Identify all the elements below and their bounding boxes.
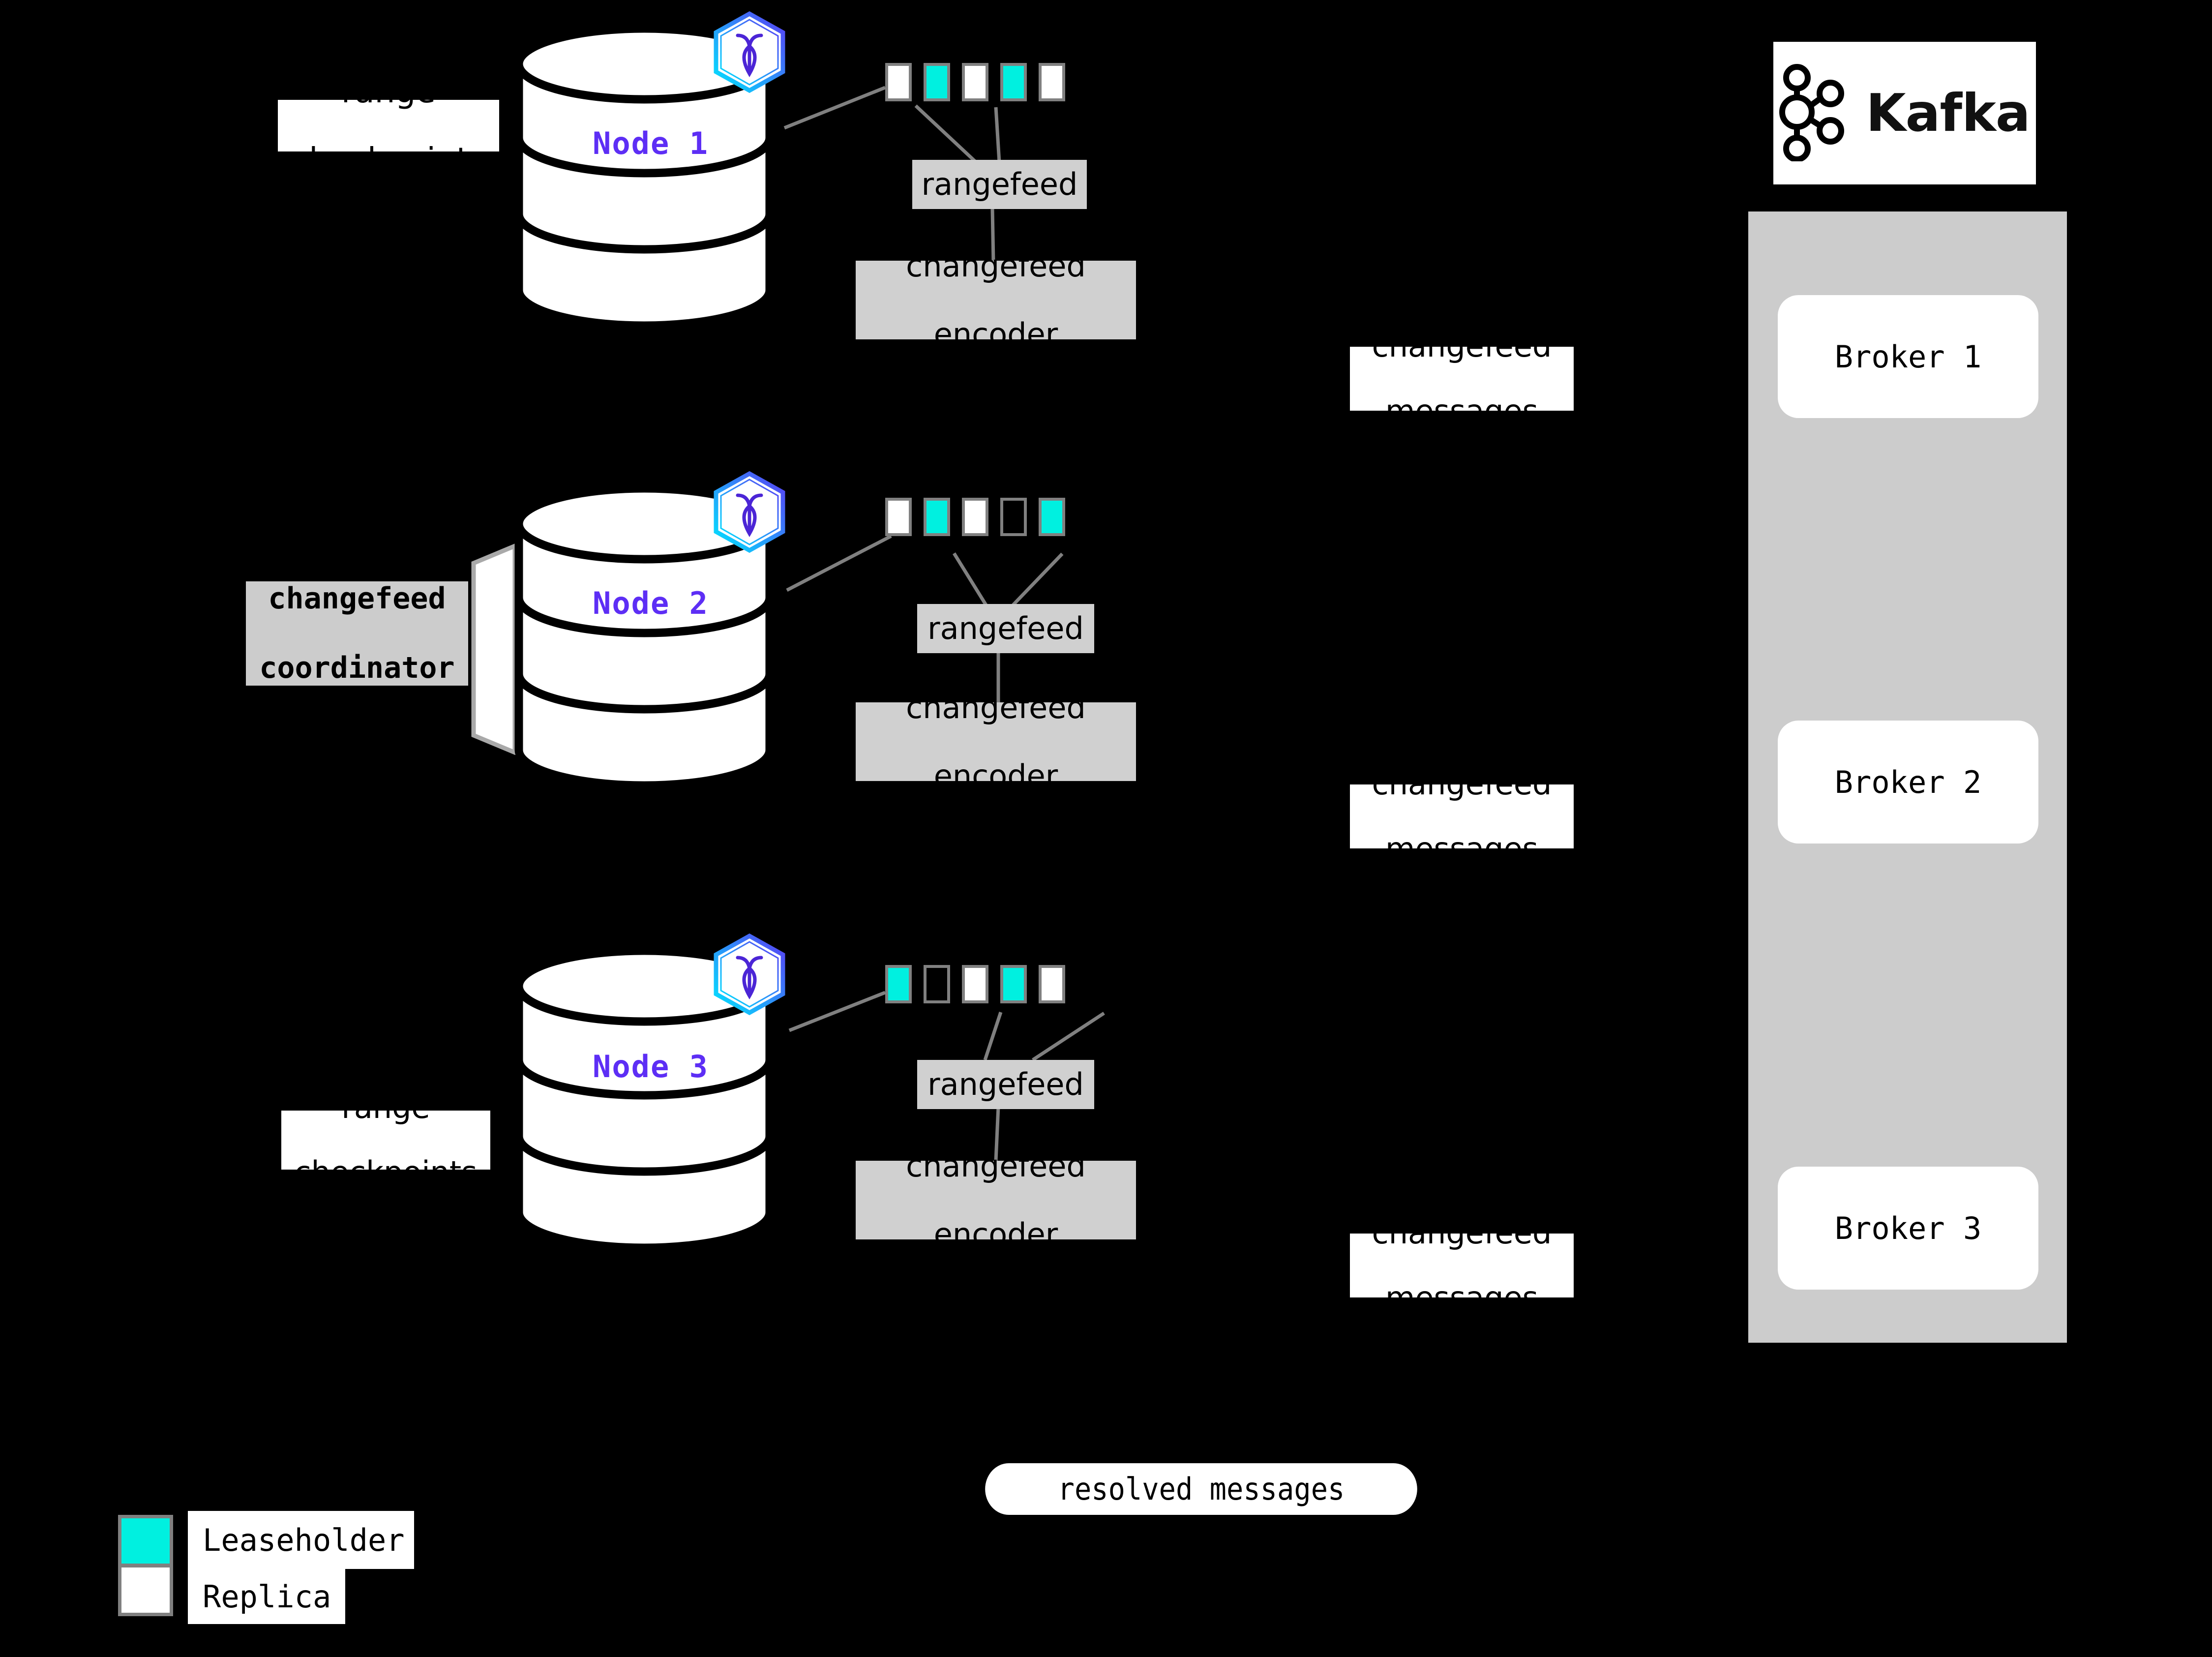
checkpoint-line-2: checkpoints [291,141,486,179]
node-1-cockroachdb-icon [710,10,789,98]
changefeed-coordinator-box[interactable]: changefeed coordinator [246,581,468,686]
node-2-changefeed-encoder-box[interactable]: changefeed encoder [856,690,1136,793]
resolved-messages-pill[interactable]: resolved messages [985,1463,1417,1515]
rangefeed-label: rangefeed [927,610,1084,647]
range-cell[interactable] [885,498,912,536]
broker-1-label: Broker 1 [1834,338,1982,375]
messages-line-2: messages [1385,392,1538,429]
node-3-changefeed-messages-label: changefeed messages [1350,1217,1574,1314]
range-cell[interactable] [1000,498,1027,536]
encoder-line-2: encoder [933,1216,1058,1252]
encoder-line-1: changefeed [906,689,1086,725]
coordinator-line-2: coordinator [259,651,455,686]
range-cell[interactable] [885,63,912,101]
coordinator-line-1: changefeed [268,581,446,616]
node-2-cylinder [511,484,777,789]
encoder-line-1: changefeed [906,247,1086,284]
kafka-logo-card: Kafka [1773,42,2036,184]
node-3-range-checkpoints-label: range checkpoints [281,1091,490,1188]
range-cell[interactable] [924,63,950,101]
node-1-cylinder [511,25,777,330]
node-1-label: Node 1 [593,125,709,161]
node-3-label: Node 3 [593,1049,709,1085]
broker-inbound-arrows [2070,325,2090,346]
broker-3[interactable]: Broker 3 [1778,1167,2038,1290]
node-3-changefeed-encoder-box[interactable]: changefeed encoder [856,1148,1136,1251]
node-2-cockroachdb-icon [710,470,789,558]
resolved-messages-label: resolved messages [1057,1471,1345,1507]
range-cell[interactable] [962,965,988,1003]
encoder-line-1: changefeed [906,1147,1086,1184]
node-3-ranges [885,965,1077,1003]
messages-line-1: changefeed [1372,328,1552,364]
node-1-changefeed-messages-label: changefeed messages [1350,330,1574,427]
range-cell[interactable] [962,498,988,536]
broker-3-label: Broker 3 [1834,1210,1982,1246]
node-3-rangefeed-box[interactable]: rangefeed [917,1060,1094,1109]
legend-label-replica: Replica [188,1569,345,1624]
node-3-cylinder [511,947,777,1252]
messages-line-1: changefeed [1372,766,1552,802]
checkpoint-line-1: range [341,1089,430,1126]
kafka-wordmark: Kafka [1866,83,2031,143]
range-cell[interactable] [1000,63,1027,101]
node-1-range-checkpoints-label: range checkpoints [278,74,499,177]
range-cell[interactable] [1000,965,1027,1003]
range-cell[interactable] [962,63,988,101]
node-2-changefeed-messages-label: changefeed messages [1350,768,1574,865]
node-1-rangefeed-box[interactable]: rangefeed [912,160,1087,209]
node-1-changefeed-encoder-box[interactable]: changefeed encoder [856,248,1136,351]
legend-label-leaseholder: Leaseholder [188,1511,414,1569]
legend-swatch-replica [118,1564,173,1616]
broker-1[interactable]: Broker 1 [1778,295,2038,418]
messages-line-1: changefeed [1372,1215,1552,1251]
range-cell[interactable] [1039,965,1065,1003]
node-1-ranges [885,63,1077,101]
kafka-network-icon [1779,63,1853,163]
rangefeed-label: rangefeed [921,166,1078,203]
range-cell[interactable] [1039,63,1065,101]
node-2-rangefeed-box[interactable]: rangefeed [917,604,1094,653]
encoder-line-2: encoder [933,757,1058,794]
range-cell[interactable] [1039,498,1065,536]
range-cell[interactable] [924,965,950,1003]
node-2-ranges [885,498,1077,536]
encoder-line-2: encoder [933,316,1058,352]
range-cell[interactable] [885,965,912,1003]
checkpoint-line-2: checkpoints [294,1154,478,1190]
node-3-cockroachdb-icon [710,932,789,1020]
legend-swatch-leaseholder [118,1515,173,1567]
messages-line-2: messages [1385,830,1538,867]
node-2-label: Node 2 [593,585,709,621]
broker-2-label: Broker 2 [1834,764,1982,800]
broker-2[interactable]: Broker 2 [1778,721,2038,844]
messages-line-2: messages [1385,1279,1538,1316]
range-cell[interactable] [924,498,950,536]
rangefeed-label: rangefeed [927,1066,1084,1103]
checkpoint-line-1: range [341,72,436,110]
